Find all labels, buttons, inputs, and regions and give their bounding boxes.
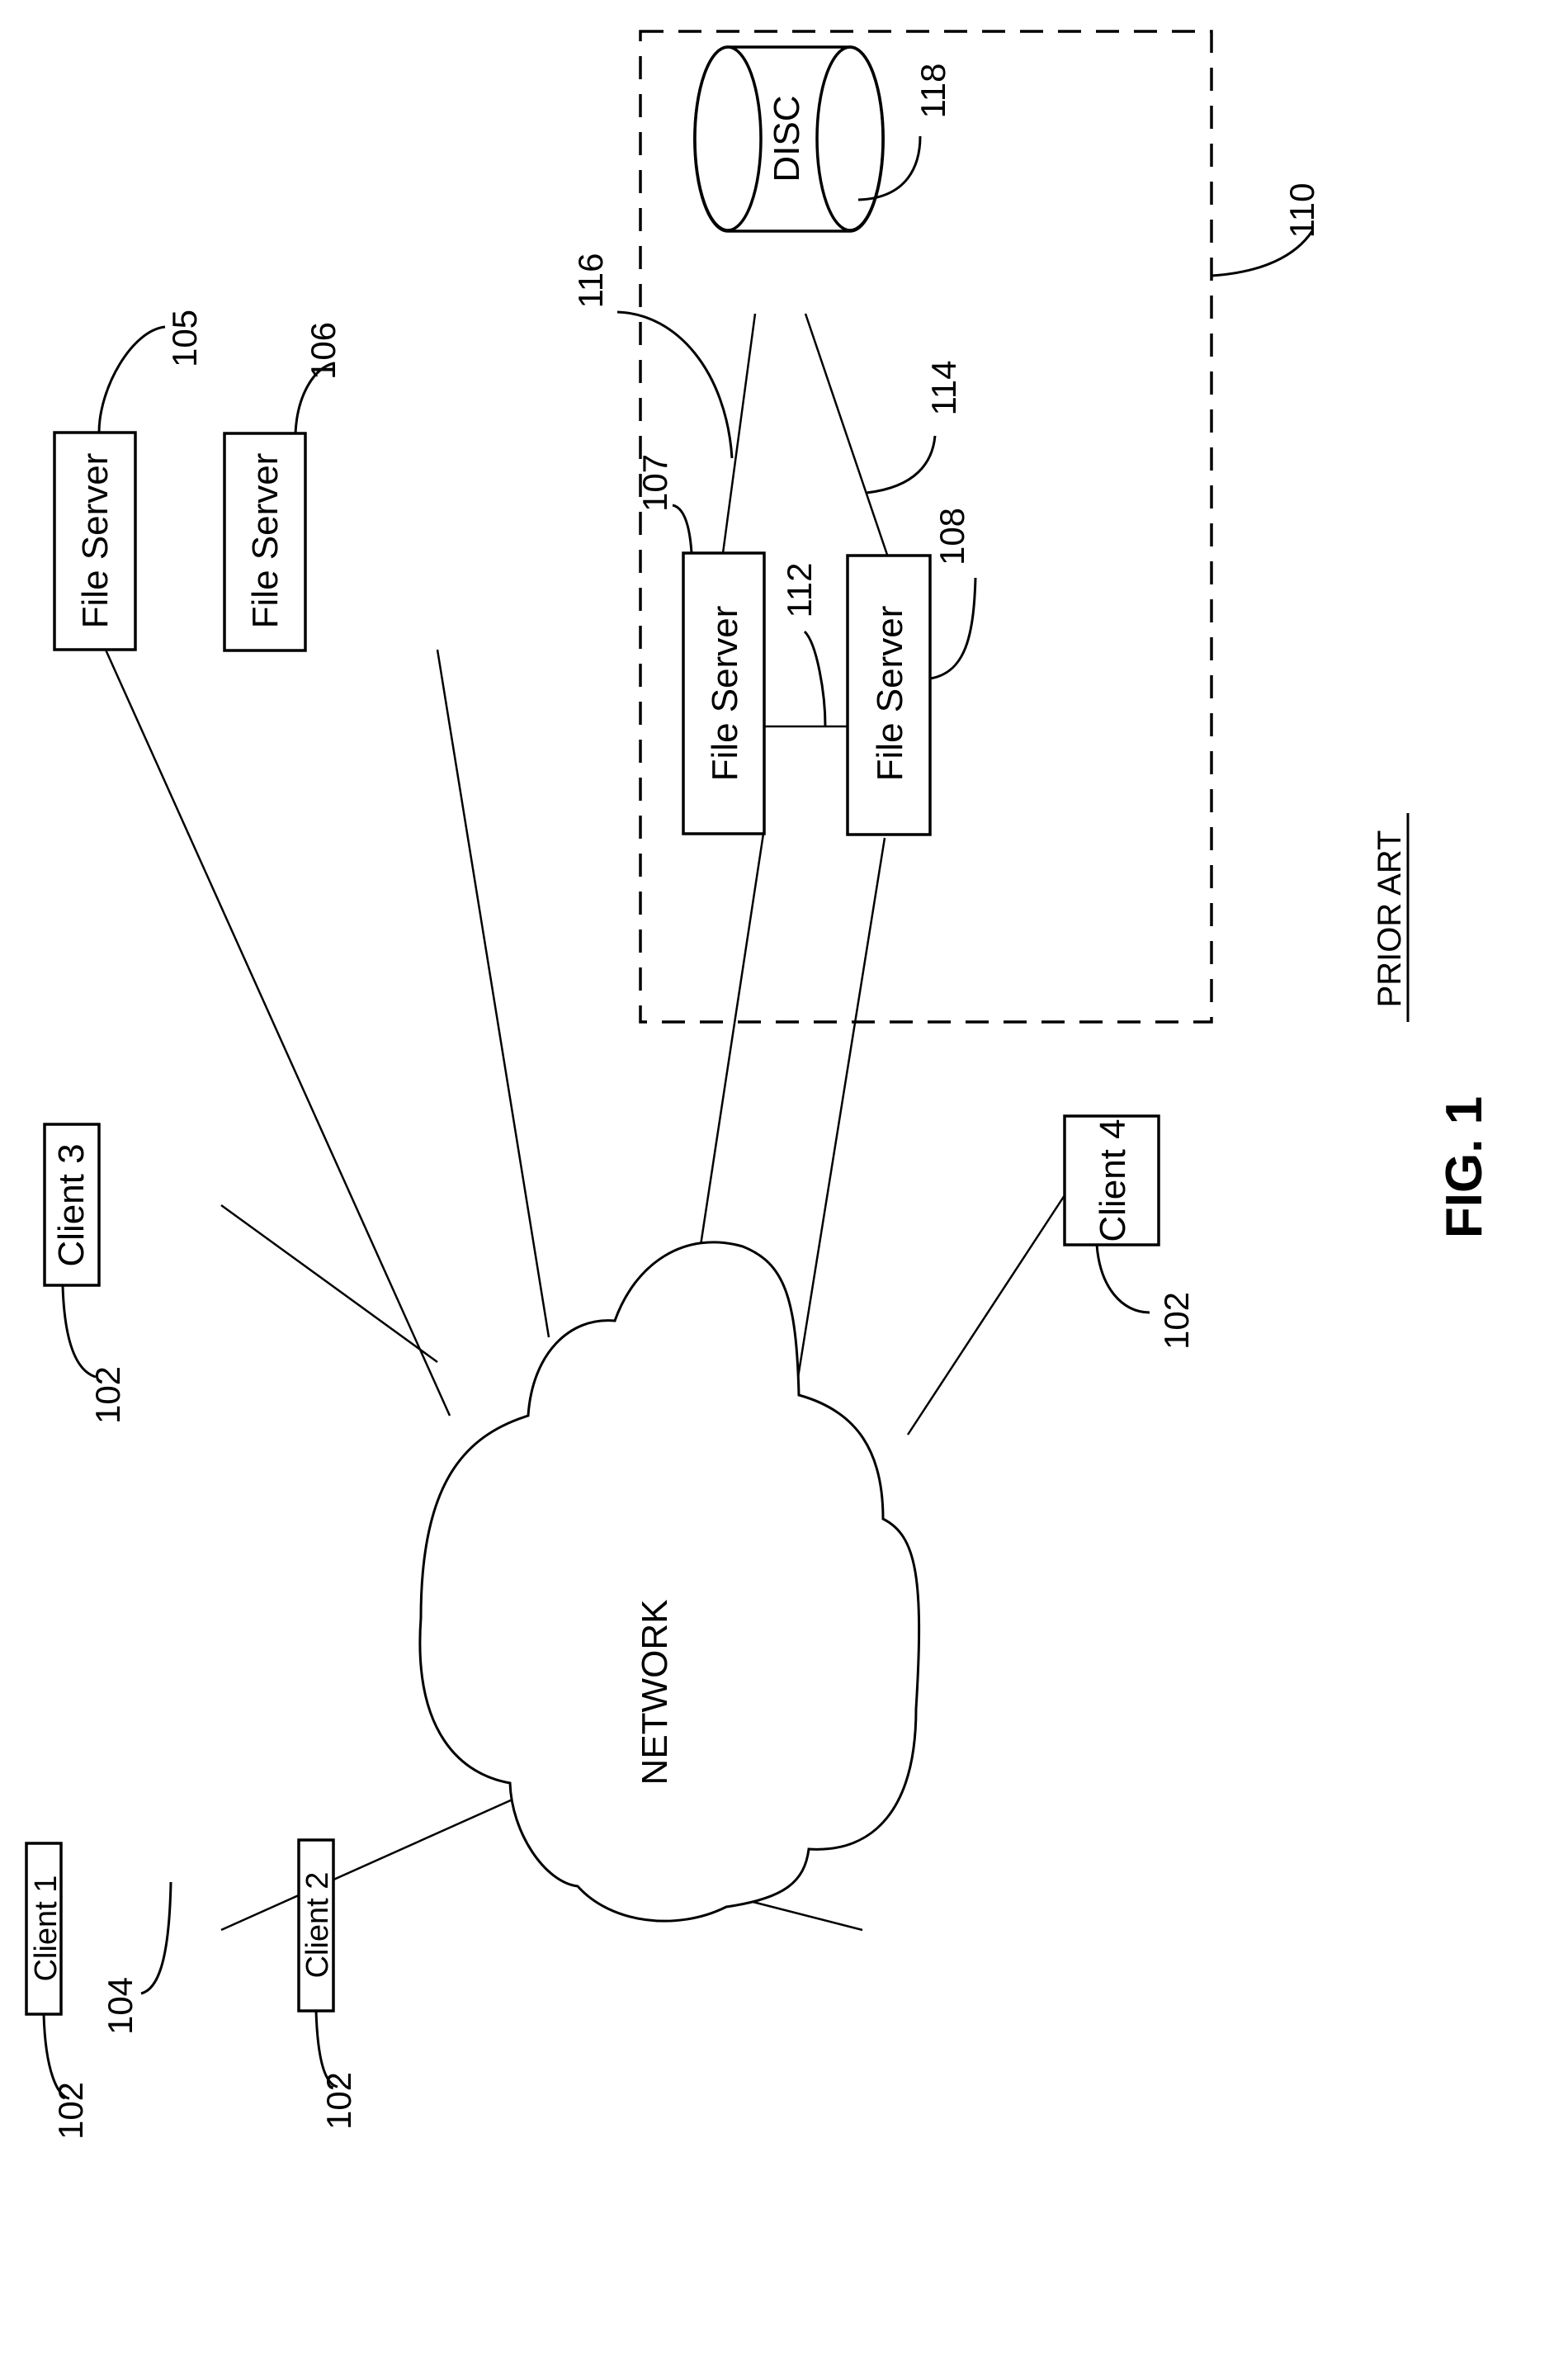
leader-112	[805, 631, 825, 726]
wire-fileserver106-network	[437, 650, 549, 1337]
ref-107: 107	[635, 454, 674, 512]
fileserver-108: File Server	[848, 556, 930, 835]
leader-client4-102	[1097, 1245, 1150, 1313]
client-2: Client 2	[299, 1840, 335, 2011]
prior-art-caption: PRIOR ART	[1372, 813, 1408, 1022]
ref-105: 105	[165, 310, 204, 367]
network-label: NETWORK	[635, 1600, 675, 1786]
wire-fileserver108-disc	[805, 314, 887, 555]
ref-client1-102: 102	[51, 2082, 90, 2140]
wire-fileserver108-network	[792, 838, 885, 1413]
wire-fileserver107-network	[700, 834, 763, 1251]
ref-116: 116	[571, 253, 610, 309]
ref-client3-102: 102	[88, 1366, 127, 1424]
wire-fileserver107-disc	[723, 314, 755, 553]
leader-107	[673, 505, 692, 553]
client-2-label: Client 2	[300, 1872, 335, 1979]
ref-112: 112	[780, 563, 819, 618]
network-cloud: NETWORK	[420, 1242, 919, 1921]
disc-cylinder: DISC	[695, 47, 883, 231]
leader-105	[99, 327, 165, 433]
ref-104: 104	[101, 1977, 139, 2035]
ref-client4-102: 102	[1157, 1292, 1196, 1350]
wire-client4-network	[908, 1195, 1065, 1435]
wire-fileserver105-network	[106, 650, 450, 1416]
wire-client3-network	[221, 1205, 437, 1362]
ref-client2-102: 102	[319, 2072, 358, 2130]
prior-art-label: PRIOR ART	[1372, 830, 1408, 1008]
fileserver-107-label: File Server	[705, 606, 745, 782]
figure-title: FIG. 1	[1436, 1096, 1493, 1238]
ref-106: 106	[304, 322, 342, 380]
fileserver-106: File Server	[224, 433, 305, 650]
ref-114: 114	[924, 361, 963, 416]
client-4: Client 4	[1065, 1116, 1159, 1245]
fileserver-105-label: File Server	[75, 453, 116, 629]
client-4-label: Client 4	[1093, 1119, 1133, 1242]
fileserver-108-label: File Server	[870, 606, 910, 782]
fileserver-106-label: File Server	[245, 453, 286, 629]
fileserver-105: File Server	[54, 433, 135, 650]
leader-116	[617, 312, 732, 458]
ref-108: 108	[933, 508, 971, 565]
client-3-label: Client 3	[51, 1143, 92, 1266]
fileserver-107: File Server	[683, 553, 764, 834]
ref-110: 110	[1282, 183, 1321, 239]
disc-label: DISC	[767, 95, 807, 182]
leader-104	[141, 1882, 171, 1994]
ref-118: 118	[914, 64, 952, 119]
client-3: Client 3	[45, 1124, 99, 1285]
leader-client3-102	[63, 1286, 96, 1377]
client-1: Client 1	[26, 1843, 64, 2014]
wire-client1-network	[221, 1781, 553, 1930]
leader-114	[867, 436, 935, 493]
leader-108	[930, 578, 975, 679]
client-1-label: Client 1	[29, 1875, 64, 1982]
